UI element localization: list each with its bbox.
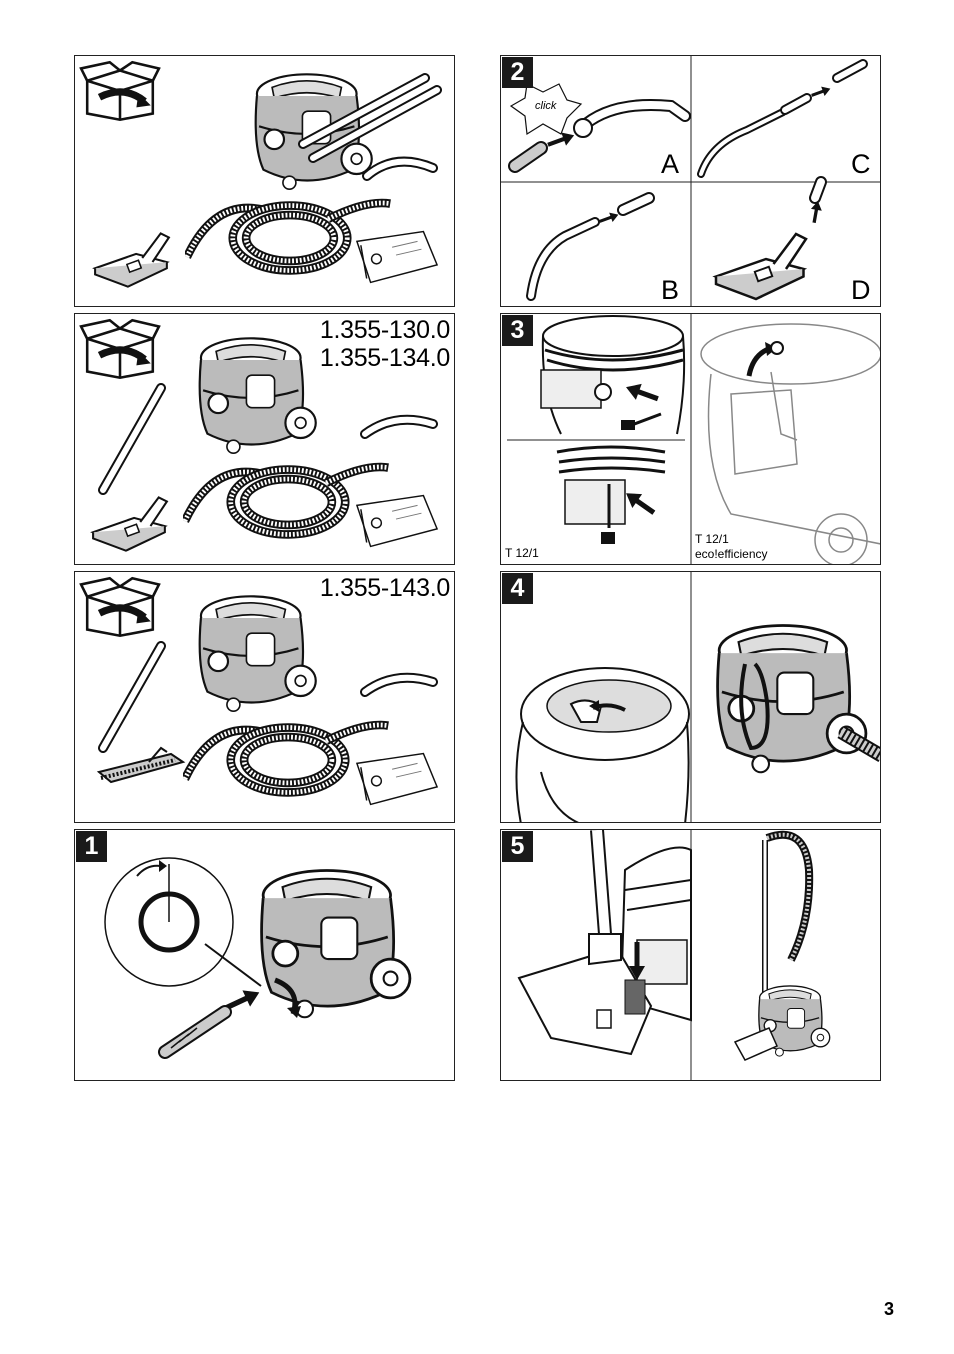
step-5-illustration <box>517 830 831 1080</box>
step-2-badge: 2 <box>502 57 533 88</box>
filter-bag-image <box>356 494 438 548</box>
hose-image <box>185 725 388 792</box>
step-1-panel: 1 <box>74 829 455 1081</box>
variant-label-left: T 12/1 <box>505 546 539 560</box>
hose-image <box>185 467 388 534</box>
unpack-box-icon <box>81 62 159 119</box>
cable-stored-illustration <box>715 623 880 774</box>
sub-label-d: D <box>851 275 871 305</box>
hard-floor-nozzle-image <box>96 746 186 784</box>
cable-wrap-eco-illustration <box>700 323 880 564</box>
step-5-badge: 5 <box>502 831 533 862</box>
cable-hook-bottom-illustration <box>556 445 666 544</box>
contents-panel-3: 1.355-143.0 <box>74 571 455 823</box>
step-1-illustration <box>104 857 412 1059</box>
floor-nozzle-image <box>92 496 168 552</box>
step-1-badge: 1 <box>76 831 107 862</box>
step-4-panel: 4 <box>500 571 881 823</box>
page-number: 3 <box>884 1299 895 1319</box>
parking-position-illustration <box>517 830 692 1056</box>
click-label: click <box>535 100 557 112</box>
upright-storage-illustration <box>733 830 831 1061</box>
step-3-panel: 3 T 12/1 T 12/1 eco!efficiency <box>500 313 881 565</box>
contents-3-illustration <box>75 572 438 806</box>
contents-panel-1 <box>74 55 455 307</box>
step-5-panel: 5 <box>500 829 881 1081</box>
vacuum-cleaner-image <box>260 868 412 1019</box>
sub-label-b: B <box>661 275 680 305</box>
sub-a-illustration <box>508 83 691 173</box>
sub-b-illustration <box>526 192 655 301</box>
contents-panel-2: 1.355-130.0 1.355-134.0 <box>74 313 455 565</box>
sub-c-illustration <box>697 59 868 178</box>
vacuum-cleaner-image <box>198 595 317 713</box>
contents-2-illustration <box>75 314 438 552</box>
model-number-3: 1.355-143.0 <box>319 574 450 602</box>
contents-1-illustration <box>75 56 442 288</box>
unpack-box-icon <box>81 578 159 635</box>
filter-bag-image <box>356 752 438 806</box>
lid-lock-illustration <box>515 667 690 822</box>
step-4-badge: 4 <box>502 573 533 604</box>
cable-hook-top-illustration <box>540 315 686 435</box>
model-number-1: 1.355-130.0 <box>319 316 450 344</box>
step-4-illustration <box>515 572 880 822</box>
floor-nozzle-image <box>94 232 170 288</box>
hose-end-image <box>158 1005 232 1059</box>
model-number-2: 1.355-134.0 <box>319 344 450 372</box>
rotate-arrow-icon <box>136 864 162 877</box>
unpack-box-icon <box>81 320 159 377</box>
vacuum-cleaner-image <box>198 337 317 455</box>
step-2-illustration <box>501 56 880 306</box>
step-3-illustration <box>507 314 880 564</box>
hose-image <box>187 203 390 270</box>
step-3-badge: 3 <box>502 315 533 346</box>
sub-label-a: A <box>661 149 680 179</box>
variant-label-right-line2: eco!efficiency <box>695 547 768 561</box>
sub-d-illustration <box>714 176 827 301</box>
filter-bag-image <box>356 230 438 284</box>
sub-label-c: C <box>851 149 871 179</box>
variant-label-right-line1: T 12/1 <box>695 532 729 546</box>
step-2-panel: 2 click A C B D <box>500 55 881 307</box>
click-burst-icon <box>509 83 583 136</box>
